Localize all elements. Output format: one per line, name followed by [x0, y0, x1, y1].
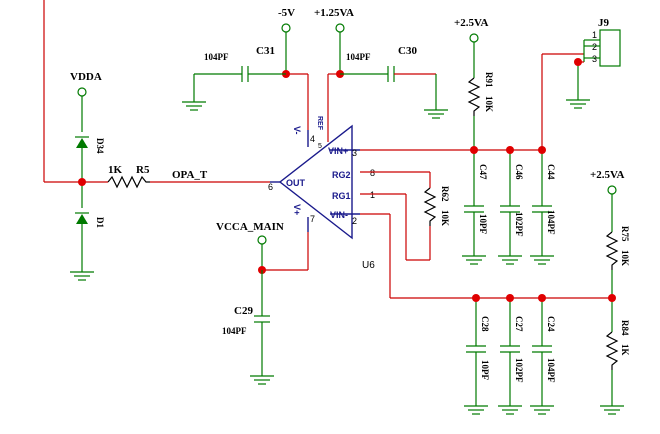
- junction-r75-r84: [608, 294, 616, 302]
- opamp-vneg: V-: [292, 126, 302, 135]
- pin-6: 6: [268, 182, 273, 192]
- capacitor-c31: 104PF C31: [182, 45, 286, 111]
- u6-label: U6: [362, 260, 375, 271]
- capacitor-c24: C24 104PF: [530, 298, 556, 415]
- pin-1: 1: [370, 190, 375, 200]
- left-wires: [43, 0, 270, 183]
- c30-ref: C30: [398, 45, 417, 57]
- c31-ref: C31: [256, 45, 275, 57]
- opamp-ref: REF: [316, 116, 323, 131]
- opamp-out: OUT: [286, 178, 306, 188]
- pos25va-right-terminal: [607, 185, 617, 195]
- resistor-r75: R75 10K: [605, 194, 630, 298]
- neg5v-terminal: [281, 23, 291, 33]
- capacitor-c44: C44 104PF: [530, 150, 556, 265]
- vdda-terminal: [77, 87, 87, 97]
- r84-ref: R84: [620, 320, 630, 336]
- diode-d34: D34: [75, 136, 105, 182]
- pin-5: 5: [318, 143, 322, 150]
- c24-ref: C24: [546, 316, 556, 332]
- capacitor-c30: 104PF C30: [340, 45, 448, 119]
- pos25va-right-label: +2.5VA: [590, 169, 625, 181]
- r91-ref: R91: [484, 72, 494, 88]
- opamp-rg2: RG2: [332, 170, 351, 180]
- c27-value: 102PF: [514, 358, 524, 383]
- capacitor-c46: C46 102PF: [498, 150, 524, 265]
- opamp-rg1: RG1: [332, 191, 351, 201]
- rg-network: R62 10K: [360, 171, 450, 261]
- j9-ref: J9: [598, 17, 610, 29]
- pin-7: 7: [310, 214, 315, 224]
- c28-ref: C28: [480, 316, 490, 332]
- r5-ref: R5: [136, 164, 150, 176]
- pos125va-label: +1.25VA: [314, 7, 354, 19]
- pin-4: 4: [310, 134, 315, 144]
- pos25va-top-terminal: [469, 33, 479, 43]
- c31-value: 104PF: [204, 52, 229, 62]
- c44-ref: C44: [546, 164, 556, 180]
- r75-value: 10K: [620, 250, 630, 266]
- r84-value: 1K: [620, 344, 630, 356]
- c47-value: 10PF: [478, 214, 488, 234]
- pin-2: 2: [352, 216, 357, 226]
- connector-j9: J9 1 2 3: [578, 17, 621, 67]
- capacitor-c29: C29 104PF: [222, 270, 274, 385]
- pin-8: 8: [370, 168, 375, 178]
- c27-ref: C27: [514, 316, 524, 332]
- vcca-main-label: VCCA_MAIN: [216, 221, 284, 233]
- c46-ref: C46: [514, 164, 524, 180]
- junction-c47: [470, 146, 478, 154]
- junction-c46: [506, 146, 514, 154]
- opamp-vpos: V+: [292, 204, 302, 215]
- pos125va-terminal: [335, 23, 345, 33]
- c28-value: 10PF: [480, 360, 490, 380]
- pos25va-top-label: +2.5VA: [454, 17, 489, 29]
- c47-ref: C47: [478, 164, 488, 180]
- junction-c28: [472, 294, 480, 302]
- r5-value: 1K: [108, 164, 123, 176]
- capacitor-c28: C28 10PF: [464, 298, 490, 415]
- vdda-label: VDDA: [70, 71, 102, 83]
- resistor-r5: 1K R5: [107, 164, 150, 189]
- capacitor-c47: C47 10PF: [462, 150, 488, 265]
- j9-pin-3: 3: [592, 54, 597, 64]
- c29-ref: C29: [234, 305, 253, 317]
- junction-c27: [506, 294, 514, 302]
- c29-value: 104PF: [222, 326, 247, 336]
- r75-ref: R75: [620, 226, 630, 242]
- opamp-vin-minus: VIN-: [330, 210, 348, 220]
- c44-value: 104PF: [546, 210, 556, 235]
- r62-ref: R62: [440, 186, 450, 202]
- capacitor-c27: C27 102PF: [498, 298, 524, 415]
- opamp-u6: OUT VIN+ VIN- RG2 RG1 V- V+ REF 3 2 6 4 …: [268, 116, 375, 271]
- d34-label: D34: [95, 138, 105, 154]
- ground-d1: [70, 271, 94, 281]
- c46-value: 102PF: [514, 212, 524, 237]
- c24-value: 104PF: [546, 358, 556, 383]
- resistor-r91: R91 10K: [467, 42, 494, 150]
- opa-t-label: OPA_T: [172, 169, 208, 181]
- diode-d1: D1: [75, 182, 105, 272]
- neg5v-label: -5V: [278, 7, 295, 19]
- j9-pin-1: 1: [592, 30, 597, 40]
- pin-3: 3: [352, 148, 357, 158]
- r62-value: 10K: [440, 210, 450, 226]
- opamp-vin-plus: VIN+: [328, 146, 348, 156]
- c30-value: 104PF: [346, 52, 371, 62]
- junction-j9: [574, 58, 582, 66]
- vcca-main-terminal: [257, 235, 267, 245]
- resistor-r84: R84 1K: [600, 298, 630, 415]
- junction-c24: [538, 294, 546, 302]
- d1-label: D1: [95, 217, 105, 228]
- j9-pin-2: 2: [592, 42, 597, 52]
- r91-value: 10K: [484, 96, 494, 112]
- junction-left: [78, 178, 86, 186]
